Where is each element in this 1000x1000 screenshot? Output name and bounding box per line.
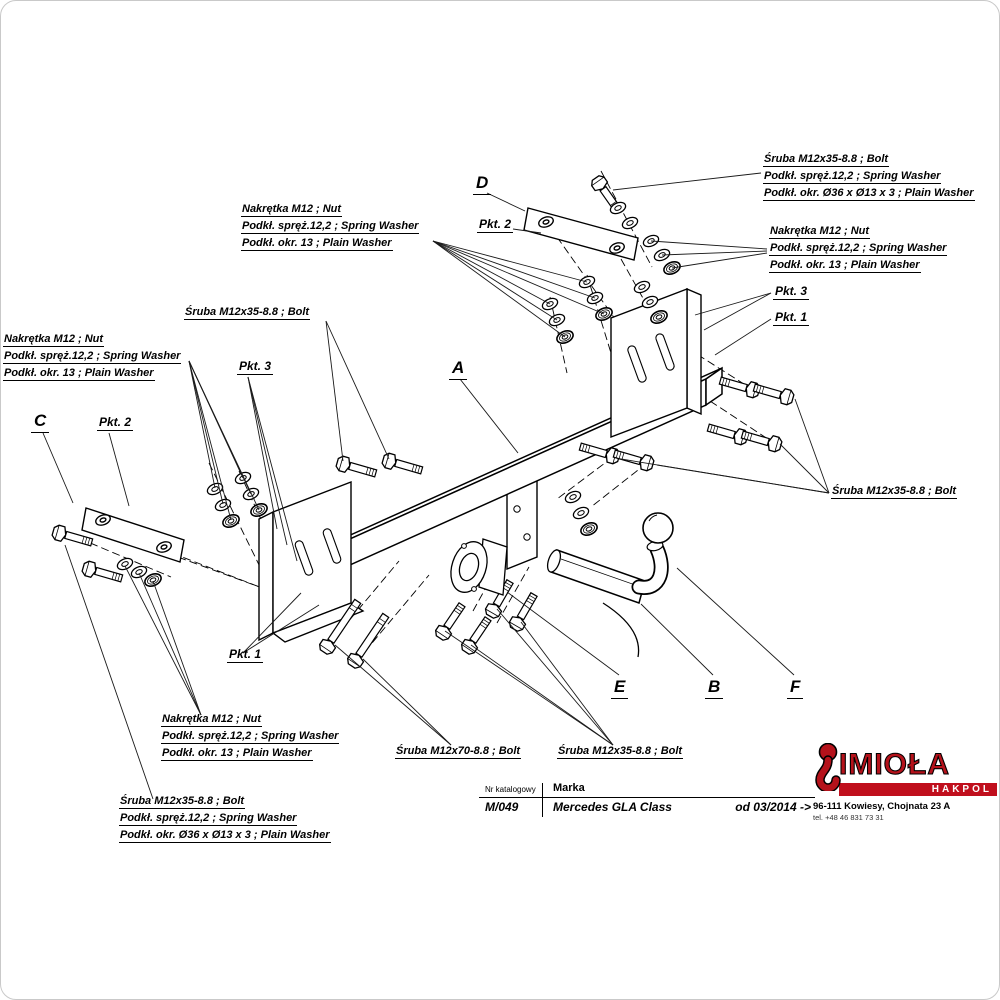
spec-table-value-row: M/049 Mercedes GLA Class od 03/2014 -> <box>479 798 815 817</box>
callout-line: Śruba M12x35-8.8 ; Bolt <box>831 485 958 499</box>
manufacturer-block: IMIOŁA HAKPOL 96-111 Kowiesy, Chojnata 2… <box>813 743 997 822</box>
callout-line: Podkł. okr. 13 ; Plain Washer <box>241 237 393 251</box>
towbar-hook-icon <box>815 743 841 791</box>
part-letter-c: C <box>31 411 50 433</box>
callout-line: Nakrętka M12 ; Nut <box>3 333 105 347</box>
bracket-right <box>610 287 702 439</box>
manufacturer-phone: tel. +48 46 831 73 31 <box>813 813 884 822</box>
label-bolt-m12x70-bottom: Śruba M12x70-8.8 ; Bolt <box>395 745 522 762</box>
part-letter-e: E <box>611 677 629 699</box>
pkt1-label-bottom-left: Pkt. 1 <box>227 647 264 663</box>
catalog-number: M/049 <box>479 798 543 817</box>
callout-line: Podkł. spręż.12,2 ; Spring Washer <box>769 242 948 256</box>
spec-table: Nr katalogowy Marka M/049 Mercedes GLA C… <box>479 780 815 817</box>
callout-line: Podkł. spręż.12,2 ; Spring Washer <box>3 350 182 364</box>
callout-line: Nakrętka M12 ; Nut <box>769 225 871 239</box>
pkt2-label-top: Pkt. 2 <box>477 217 514 233</box>
vehicle-model: Mercedes GLA Class <box>553 800 672 814</box>
callout-nut-bottom-left: Nakrętka M12 ; Nut Podkł. spręż.12,2 ; S… <box>161 713 340 764</box>
ball-arm <box>546 512 674 658</box>
production-date-range: od 03/2014 -> <box>735 800 811 814</box>
callout-line: Śruba M12x70-8.8 ; Bolt <box>395 745 522 759</box>
callout-line: Podkł. spręż.12,2 ; Spring Washer <box>763 170 942 184</box>
spec-table-header-row: Nr katalogowy Marka <box>479 780 815 798</box>
label-bolt-m12x35-bottom: Śruba M12x35-8.8 ; Bolt <box>557 745 684 762</box>
callout-line: Podkł. okr. Ø36 x Ø13 x 3 ; Plain Washer <box>763 187 975 201</box>
leader-lines <box>42 172 830 800</box>
callout-line: Podkł. okr. 13 ; Plain Washer <box>769 259 921 273</box>
brand-name: IMIOŁA <box>838 748 950 781</box>
callout-nut-right: Nakrętka M12 ; Nut Podkł. spręż.12,2 ; S… <box>769 225 948 276</box>
callout-line: Podkł. spręż.12,2 ; Spring Washer <box>161 730 340 744</box>
brand-header: Marka <box>553 782 585 794</box>
label-bolt-m12x35-right: Śruba M12x35-8.8 ; Bolt <box>831 485 958 502</box>
plate-c <box>81 507 185 563</box>
bracket-left <box>258 480 365 643</box>
part-letter-f: F <box>787 677 804 699</box>
plate-d <box>523 207 639 261</box>
manufacturer-address: 96-111 Kowiesy, Chojnata 23 A <box>813 801 951 812</box>
callout-line: Podkł. okr. 13 ; Plain Washer <box>3 367 155 381</box>
callout-line: Śruba M12x35-8.8 ; Bolt <box>184 306 311 320</box>
part-letter-d: D <box>473 173 492 195</box>
callout-line: Śruba M12x35-8.8 ; Bolt <box>763 153 890 167</box>
callout-line: Śruba M12x35-8.8 ; Bolt <box>557 745 684 759</box>
brand-sub-name: HAKPOL <box>931 783 992 795</box>
hardware-bolts-washers <box>50 173 796 671</box>
callout-line: Nakrętka M12 ; Nut <box>241 203 343 217</box>
pkt3-label-right: Pkt. 3 <box>773 284 810 300</box>
callout-line: Śruba M12x35-8.8 ; Bolt <box>119 795 246 809</box>
brand-sub-bar: HAKPOL <box>839 783 997 796</box>
callout-line: Podkł. spręż.12,2 ; Spring Washer <box>119 812 298 826</box>
part-letter-a: A <box>449 358 468 380</box>
part-letter-b: B <box>705 677 724 699</box>
label-bolt-m12x35-top-center: Śruba M12x35-8.8 ; Bolt <box>184 306 311 323</box>
pkt2-label-left: Pkt. 2 <box>97 415 134 431</box>
socket-plate <box>450 538 508 596</box>
catalog-number-header: Nr katalogowy <box>479 783 543 797</box>
callout-line: Podkł. okr. Ø36 x Ø13 x 3 ; Plain Washer <box>119 829 331 843</box>
callout-line: Nakrętka M12 ; Nut <box>161 713 263 727</box>
pkt1-label-right: Pkt. 1 <box>773 310 810 326</box>
tow-ball <box>642 512 674 544</box>
callout-line: Podkł. okr. 13 ; Plain Washer <box>161 747 313 761</box>
callout-bolt-washer-bottom-left: Śruba M12x35-8.8 ; Bolt Podkł. spręż.12,… <box>119 795 331 846</box>
pkt3-label-left: Pkt. 3 <box>237 359 274 375</box>
callout-nut-top-center: Nakrętka M12 ; Nut Podkł. spręż.12,2 ; S… <box>241 203 420 254</box>
callout-nut-left: Nakrętka M12 ; Nut Podkł. spręż.12,2 ; S… <box>3 333 182 384</box>
callout-line: Podkł. spręż.12,2 ; Spring Washer <box>241 220 420 234</box>
callout-bolt-washer-top-right: Śruba M12x35-8.8 ; Bolt Podkł. spręż.12,… <box>763 153 975 204</box>
